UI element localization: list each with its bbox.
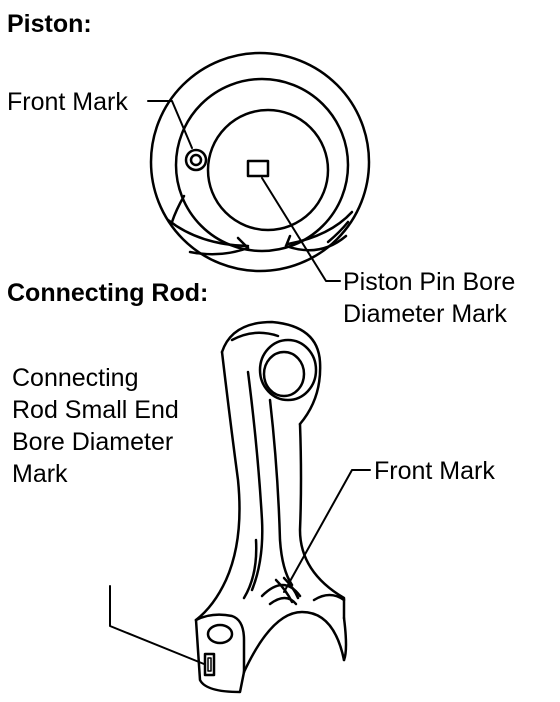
pin-bore-label-line2: Diameter Mark: [343, 300, 507, 328]
rod-big-end-left: [194, 618, 246, 694]
connecting-rod-heading: Connecting Rod:: [7, 279, 209, 307]
piston-skirt-left: [166, 218, 250, 248]
connecting-rod-illustration: [194, 320, 348, 694]
piston-pin-bore-mark: [246, 159, 270, 178]
rod-big-end-arch: [242, 610, 346, 674]
rod-small-end-leader: [109, 585, 205, 665]
small-end-label-line3: Bore Diameter: [12, 428, 174, 456]
pin-bore-leader: [261, 177, 341, 282]
rod-small-end-outer: [220, 320, 322, 426]
rod-big-end-right: [342, 616, 348, 662]
rod-small-end-bore: [258, 338, 318, 402]
piston-front-mark-outer: [184, 148, 208, 172]
piston-bowl: [206, 108, 330, 232]
pin-bore-label-line1: Piston Pin Bore: [343, 268, 516, 296]
rod-leaders: [109, 469, 371, 665]
piston-crown-ring: [174, 77, 350, 253]
piston-illustration: [149, 51, 371, 273]
rod-beam-right: [298, 422, 346, 620]
small-end-label-line4: Mark: [12, 460, 68, 488]
piston-recess-right: [284, 234, 348, 252]
rod-beam-left: [194, 350, 241, 622]
small-end-label-line1: Connecting: [12, 364, 139, 392]
rod-front-mark-leader: [283, 469, 371, 593]
piston-front-mark-label: Front Mark: [7, 88, 128, 116]
piston-skirt-right: [286, 210, 354, 246]
piston-outer-rim: [149, 51, 371, 273]
front-mark-leader: [147, 100, 193, 149]
small-end-label-line2: Rod Small End: [12, 396, 179, 424]
piston-leaders: [147, 100, 341, 282]
rod-front-mark-label: Front Mark: [374, 457, 495, 485]
piston-front-mark-inner: [189, 153, 203, 167]
rod-small-end-bore-mark: [203, 652, 216, 677]
piston-recess-left: [188, 246, 250, 256]
piston-heading: Piston:: [7, 10, 92, 38]
rod-bolt-left: [206, 623, 234, 645]
